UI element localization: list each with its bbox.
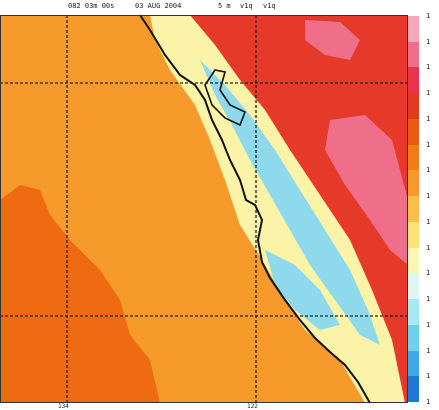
colorbar-swatch <box>408 247 419 274</box>
colorbar-tick-label: 1 <box>426 320 431 329</box>
lon-label-134: 134 <box>58 403 69 410</box>
colorbar-swatch <box>408 16 419 43</box>
inland-hot-region <box>175 15 408 403</box>
map-panel <box>0 14 408 404</box>
colorbar-swatch <box>408 221 419 249</box>
colorbar-tick-label: 1 <box>426 243 431 252</box>
colorbar-tick-label: 1 <box>426 372 431 381</box>
coastal-cool-band <box>200 60 380 345</box>
coastal-cool-patch <box>265 250 340 330</box>
colorbar-tick-label: 1 <box>426 89 431 98</box>
colorbar-swatch <box>408 118 419 146</box>
colorbar-tick-label: 1 <box>426 166 431 175</box>
lon-label-122: 122 <box>247 403 258 410</box>
header-level: 5 m <box>218 2 231 10</box>
bay-outline <box>204 69 247 127</box>
colorbar-tick-label: 1 <box>426 398 431 406</box>
colorbar-tick-label: 1 <box>426 63 431 72</box>
header-date: 03 AUG 2004 <box>135 2 182 10</box>
header-time: 082 03m 00s <box>68 2 115 10</box>
graticule <box>0 15 408 403</box>
colorbar-tick-label: 1 <box>426 217 431 226</box>
map-frame <box>0 15 408 403</box>
colorbar <box>408 16 419 403</box>
colorbar-swatch <box>408 67 419 94</box>
coastline <box>139 14 371 404</box>
colorbar-tick-label: 1 <box>426 346 431 355</box>
colorbar-swatch <box>408 376 419 403</box>
colorbar-swatch <box>408 350 419 377</box>
colorbar-tick-label: 1 <box>426 12 431 20</box>
inland-pink-top <box>305 20 360 60</box>
header-var1: v1q <box>240 2 253 10</box>
inland-pink-patch <box>325 115 408 265</box>
colorbar-swatch <box>408 273 419 300</box>
colorbar-swatch <box>408 196 419 223</box>
colorbar-tick-label: 1 <box>426 269 431 278</box>
colorbar-tick-label: 1 <box>426 114 431 123</box>
colorbar-tick-label: 1 <box>426 37 431 46</box>
colorbar-swatch <box>408 299 419 326</box>
colorbar-swatch <box>408 41 419 68</box>
colorbar-swatch <box>408 324 419 352</box>
plot-header: 082 03m 00s 03 AUG 2004 5 m v1q v1q <box>0 0 410 15</box>
colorbar-swatch <box>408 144 419 171</box>
offshore-warm-band <box>0 185 160 403</box>
colorbar-swatch <box>408 170 419 197</box>
colorbar-swatch <box>408 93 419 120</box>
header-var2: v1q <box>263 2 276 10</box>
colorbar-tick-label: 1 <box>426 192 431 201</box>
colorbar-tick-label: 1 <box>426 295 431 304</box>
colorbar-tick-label: 1 <box>426 140 431 149</box>
